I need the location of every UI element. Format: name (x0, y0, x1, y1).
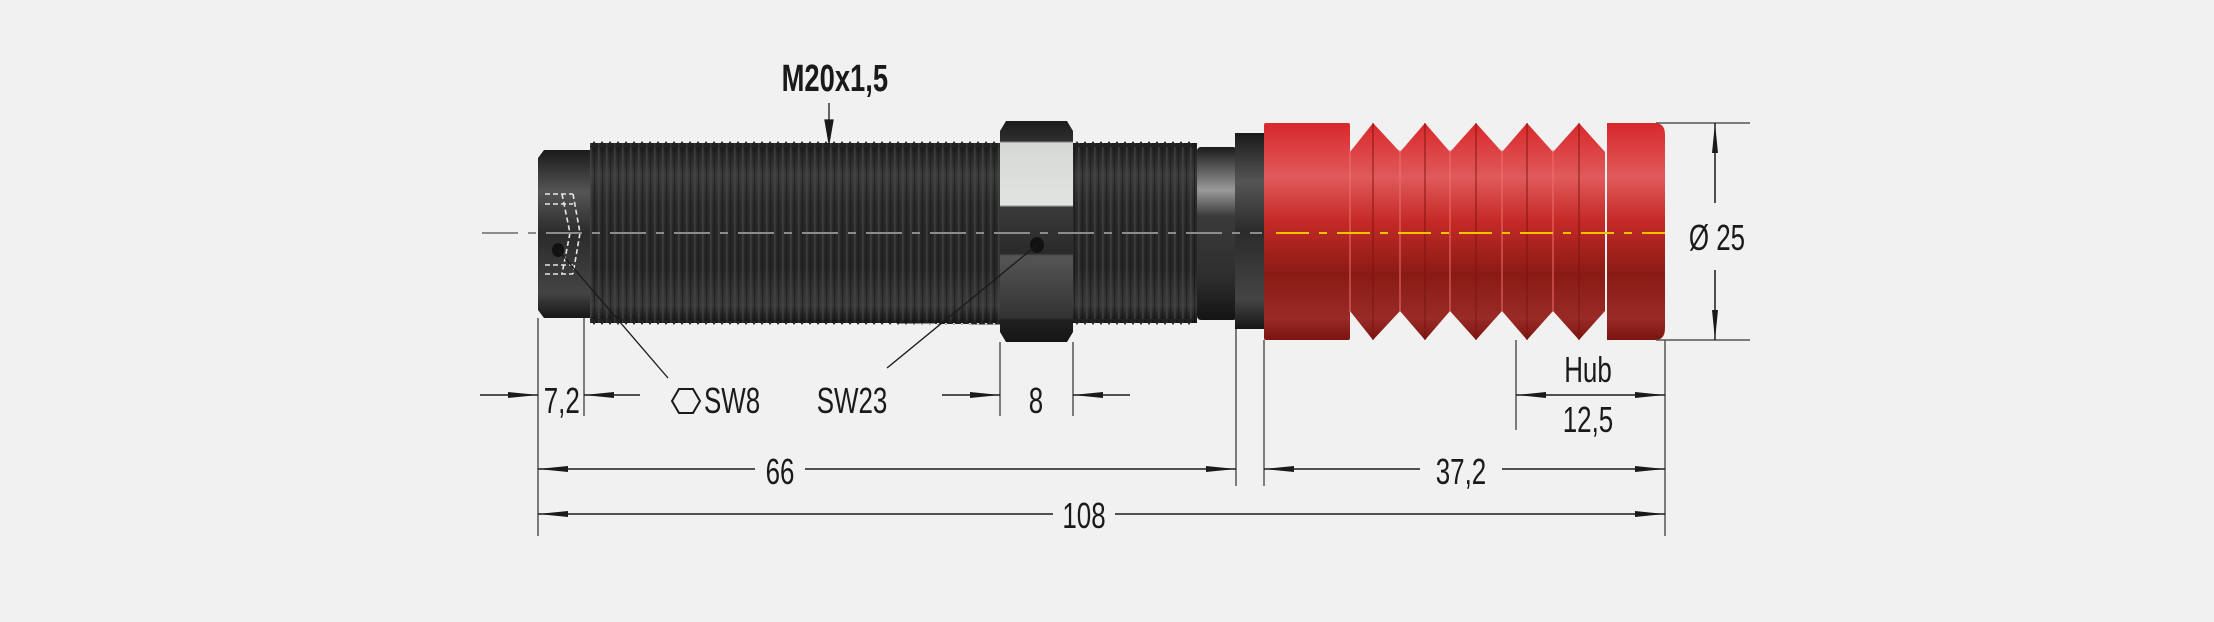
bellows-end-cap (1607, 123, 1665, 340)
cap-length-dim: 7,2 (543, 380, 580, 421)
body-length-dim: 66 (765, 451, 795, 492)
collar (1235, 133, 1265, 329)
nut-wrench-label: SW23 (816, 380, 888, 421)
stroke-value-dim: 12,5 (1562, 399, 1614, 440)
dimension-lines (480, 123, 1718, 517)
bellows-length-dim: 37,2 (1435, 451, 1487, 492)
diameter-label: Ø 25 (1688, 217, 1746, 258)
hex-socket-hidden-lines (545, 193, 581, 275)
thread-teeth-top (590, 141, 1046, 147)
bellows-folds (1350, 123, 1605, 340)
hex-symbol-icon (670, 388, 702, 414)
shock-absorber-body (538, 121, 1265, 342)
total-length-dim: 108 (1062, 495, 1106, 536)
nut-width-dim: 8 (1028, 380, 1044, 421)
thread-label: M20x1,5 (781, 58, 889, 100)
sw23-leader (886, 244, 1038, 369)
hex-wrench-label: SW8 (704, 380, 761, 421)
bellows-base (1264, 123, 1350, 340)
stroke-label: Hub (1564, 349, 1612, 390)
extension-lines (537, 122, 1750, 536)
red-bellows (1264, 123, 1665, 340)
lock-nut (1000, 121, 1073, 342)
sw8-leader (557, 249, 669, 379)
thread-teeth-bottom (590, 319, 1050, 325)
